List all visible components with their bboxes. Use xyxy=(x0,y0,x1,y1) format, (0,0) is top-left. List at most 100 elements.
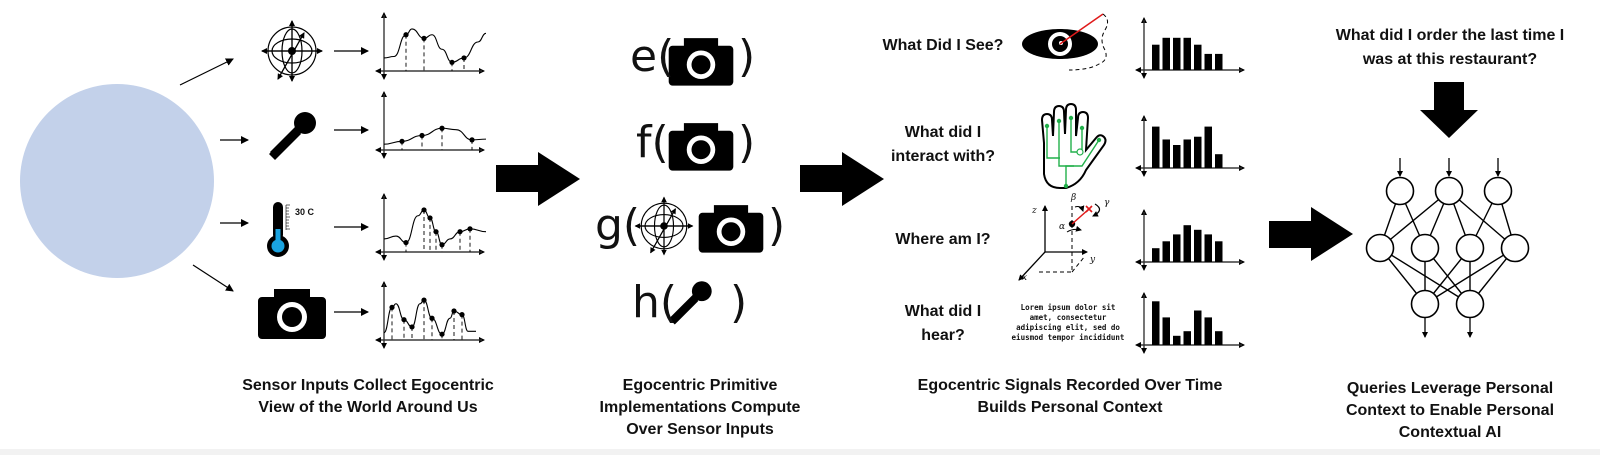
network-node xyxy=(1455,233,1485,263)
histogram-bar xyxy=(1215,154,1223,168)
function-g-imu-icon xyxy=(636,198,693,255)
caption-line: Over Sensor Inputs xyxy=(626,421,774,438)
histogram-bar xyxy=(1152,301,1160,345)
sample-point xyxy=(459,312,465,318)
function-g-camera-icon xyxy=(698,205,764,253)
signal-histogram xyxy=(1135,209,1245,271)
transcript-line: adipiscing elit, sed do xyxy=(1016,323,1120,332)
histogram-bar xyxy=(1204,234,1212,262)
network-edge xyxy=(1448,190,1516,249)
network-node xyxy=(1455,289,1485,319)
network-node xyxy=(1434,176,1464,206)
signal-plot xyxy=(375,193,487,261)
sample-point xyxy=(467,226,473,232)
network-node xyxy=(1385,176,1415,206)
function-g-close: ) xyxy=(768,200,786,251)
signal-histogram xyxy=(1135,292,1245,354)
arrow-to-camera xyxy=(192,264,234,292)
network-node xyxy=(1365,233,1395,263)
histogram-bar xyxy=(1162,241,1170,262)
caption-line: Contextual AI xyxy=(1398,424,1502,441)
network-edge xyxy=(1379,190,1450,249)
pose-axes-icon xyxy=(1018,203,1101,281)
hand-circuit-icon xyxy=(1040,102,1107,189)
imu-gyroscope-icon xyxy=(262,21,322,81)
sample-point xyxy=(427,215,433,221)
function-h-label: h( xyxy=(632,277,678,328)
question-line: What did I xyxy=(904,303,982,320)
question-what-did-i-interact-with: What did I interact with? xyxy=(868,121,1018,169)
axis-label-y: y xyxy=(1090,255,1096,265)
transcript-line: amet, consectetur xyxy=(1029,313,1107,322)
angle-label-gamma: γ xyxy=(1104,198,1110,208)
transcript-line: Lorem ipsum dolor sit xyxy=(1020,303,1116,312)
question-line: interact with? xyxy=(890,148,995,165)
caption-stage1: Sensor Inputs Collect Egocentric View of… xyxy=(228,375,508,419)
query-line: was at this restaurant? xyxy=(1362,51,1538,68)
caption-line: Implementations Compute xyxy=(599,399,801,416)
big-arrow-stage3-to-stage4 xyxy=(1269,207,1353,261)
question-line: hear? xyxy=(921,327,965,344)
histogram-bar xyxy=(1173,37,1181,70)
sample-point xyxy=(403,239,409,246)
function-f-label: f( xyxy=(636,117,669,168)
histogram-bar xyxy=(1173,234,1181,262)
signal-plots xyxy=(375,12,487,349)
signal-plot xyxy=(375,91,487,159)
histogram-bar xyxy=(1204,317,1212,345)
big-arrow-query-down xyxy=(1420,82,1478,138)
sample-point xyxy=(421,35,427,41)
histogram-bar xyxy=(1162,139,1170,168)
function-e-camera-icon xyxy=(668,38,734,86)
network-node xyxy=(1500,233,1530,263)
caption-line: Sensor Inputs Collect Egocentric xyxy=(242,377,494,394)
angle-label-alpha: α xyxy=(1059,222,1066,232)
histogram-bar xyxy=(1215,53,1223,70)
histogram-bar xyxy=(1173,335,1181,345)
histograms xyxy=(1135,17,1245,354)
histogram-bar xyxy=(1194,310,1202,345)
histogram-bar xyxy=(1162,37,1170,70)
histogram-bar xyxy=(1183,139,1191,168)
sample-point xyxy=(403,32,409,38)
sample-point xyxy=(433,229,439,235)
question-where-am-i: Where am I? xyxy=(868,228,1018,252)
audio-transcript: Lorem ipsum dolor sit amet, consectetur … xyxy=(1006,303,1130,343)
network-edge xyxy=(1424,247,1516,305)
sample-point xyxy=(409,324,415,330)
eye-gaze-icon xyxy=(1022,13,1109,71)
big-arrow-stage1-to-stage2 xyxy=(496,152,580,206)
person-circle xyxy=(20,84,214,278)
function-f-close: ) xyxy=(738,117,756,168)
histogram-bar xyxy=(1215,241,1223,262)
caption-line: Egocentric Primitive xyxy=(622,377,778,394)
sample-point xyxy=(461,55,467,61)
histogram-bar xyxy=(1183,37,1191,70)
histogram-bar xyxy=(1194,229,1202,262)
histogram-bar xyxy=(1194,136,1202,168)
sample-point xyxy=(399,138,405,144)
sample-point xyxy=(389,304,395,310)
neural-network xyxy=(1365,158,1530,338)
question-line: Where am I? xyxy=(895,231,991,248)
signal-histogram xyxy=(1135,17,1245,79)
caption-line: View of the World Around Us xyxy=(258,399,478,416)
sample-point xyxy=(429,315,435,321)
caption-line: Context to Enable Personal xyxy=(1345,402,1555,419)
user-query: What did I order the last time I was at … xyxy=(1310,24,1590,72)
network-node xyxy=(1483,176,1513,206)
histogram-bar xyxy=(1194,44,1202,70)
caption-stage2: Egocentric Primitive Implementations Com… xyxy=(580,375,820,441)
camera-icon xyxy=(258,289,326,339)
function-h-close: ) xyxy=(730,277,748,328)
footer-bar xyxy=(0,449,1600,455)
caption-line: Egocentric Signals Recorded Over Time xyxy=(917,377,1223,394)
sample-point xyxy=(451,308,457,314)
histogram-bar xyxy=(1152,248,1160,262)
signal-plot xyxy=(375,12,487,80)
signal-plot xyxy=(375,281,485,349)
histogram-bar xyxy=(1204,126,1212,168)
histogram-bar xyxy=(1152,44,1160,70)
sample-point xyxy=(439,331,445,337)
